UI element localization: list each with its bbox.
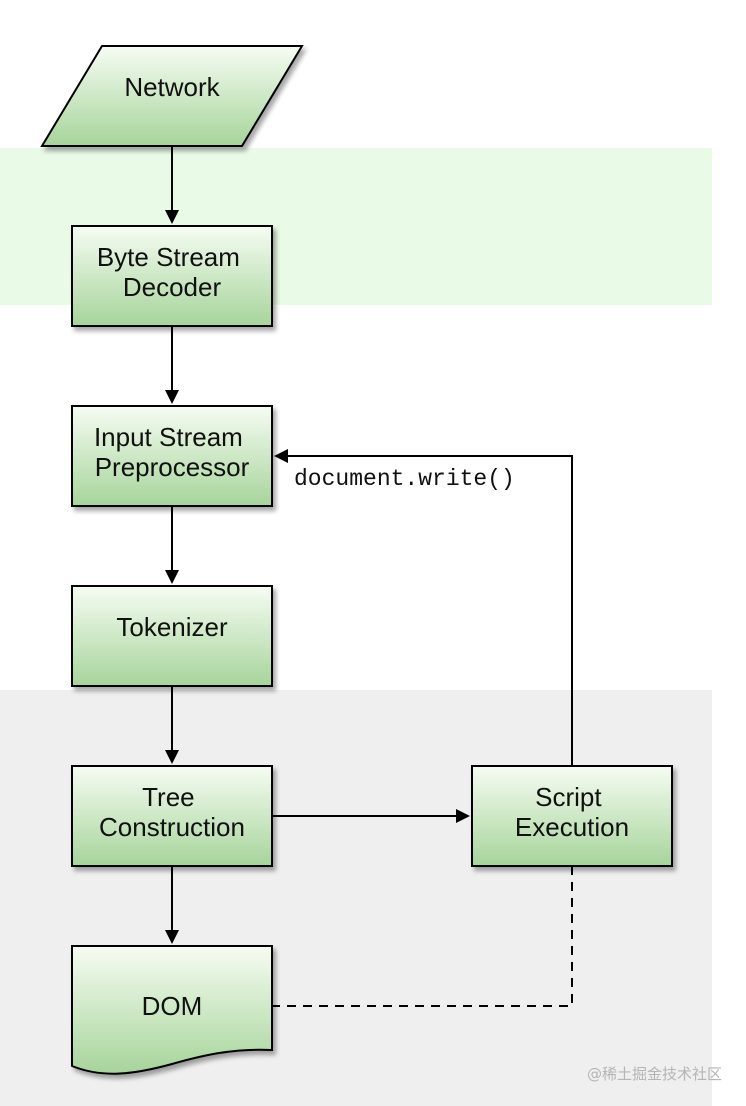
network-label: Network [124,72,220,102]
network-node: Network [40,45,304,147]
edge-script-to-preprocessor [274,449,573,766]
watermark: @稀土掘金技术社区 [586,1065,722,1083]
script-execution-label: Script Execution [515,782,629,842]
input-stream-preprocessor-label: Input Stream Preprocessor [94,422,250,482]
byte-stream-decoder-node: Byte Stream Decoder [71,225,273,327]
edge-script-dom-dashed [272,866,573,1007]
tree-construction-label: Tree Construction [99,782,245,842]
input-stream-preprocessor-node: Input Stream Preprocessor [71,405,273,507]
script-execution-node: Script Execution [471,765,673,867]
tokenizer-label: Tokenizer [116,612,228,642]
tokenizer-node: Tokenizer [71,585,273,687]
document-write-label: document.write() [294,466,515,492]
byte-stream-decoder-label: Byte Stream Decoder [97,242,247,302]
dom-label: DOM [142,991,203,1021]
tree-construction-node: Tree Construction [71,765,273,867]
dom-node: DOM [71,945,273,1075]
